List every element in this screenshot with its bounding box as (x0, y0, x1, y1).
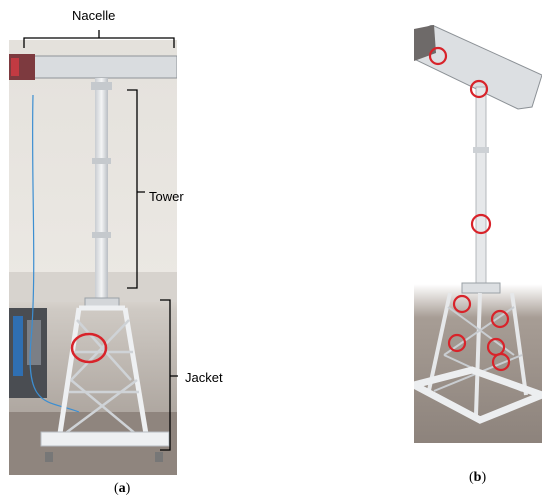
tower-label: Tower (149, 189, 184, 204)
base-frame (40, 431, 170, 447)
sensor-circle-nacelle (428, 46, 448, 66)
wall-panel (9, 272, 177, 302)
tower-flange-2 (92, 232, 111, 238)
sensor-circles-b (428, 46, 511, 372)
sensor-circle-jacket-2 (490, 309, 510, 329)
tower-flange-top (91, 82, 112, 90)
jacket-braces (62, 319, 139, 437)
sensor-circle-tower-mid (470, 213, 492, 235)
render-tower (475, 86, 487, 288)
render-panel-b (404, 24, 550, 443)
tower-tube (95, 78, 108, 303)
sensor-circle-jacket-1 (452, 294, 472, 314)
nacelle-motor-cap (11, 58, 19, 76)
sensor-circle-jacket-5 (491, 352, 511, 372)
jacket-frame (56, 305, 150, 441)
sensor-circle-tower-top (469, 79, 489, 99)
sensor-circle-jacket-3 (447, 333, 467, 353)
render-tower-flange (473, 147, 489, 153)
base-foot-left (45, 452, 53, 462)
jacket-bracket (160, 299, 178, 451)
tower-flange-1 (92, 158, 111, 164)
render-transition (461, 282, 501, 294)
nacelle-bracket (23, 30, 175, 48)
photo-panel-a (9, 40, 178, 475)
caption-a: (a) (114, 481, 131, 496)
nacelle-label: Nacelle (72, 8, 116, 23)
caption-b-letter: b (473, 470, 482, 485)
base-foot-right (155, 452, 163, 462)
wall-background (9, 40, 177, 475)
jacket-label: Jacket (185, 370, 223, 385)
equipment-cables (13, 316, 23, 376)
photo-a-illustration (9, 40, 178, 475)
sensor-cable (29, 94, 80, 413)
tower-bracket (127, 89, 145, 289)
render-b-illustration (404, 24, 550, 443)
caption-a-letter: a (118, 481, 126, 496)
sensor-circle-a (70, 332, 108, 364)
caption-b: (b) (469, 470, 487, 485)
